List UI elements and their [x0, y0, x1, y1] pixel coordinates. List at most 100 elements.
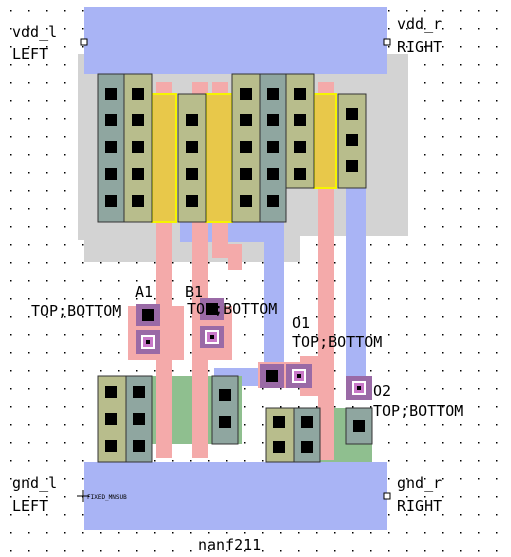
grid-dot	[28, 154, 30, 156]
pin-o2[interactable]	[346, 376, 372, 400]
grid-dot	[334, 316, 336, 318]
grid-dot	[10, 172, 12, 174]
grid-dot	[424, 100, 426, 102]
grid-dot	[496, 46, 498, 48]
grid-dot	[460, 334, 462, 336]
grid-dot	[46, 244, 48, 246]
port-markers[interactable]	[80, 38, 391, 500]
grid-dot	[46, 442, 48, 444]
grid-dot	[406, 424, 408, 426]
grid-dot	[64, 442, 66, 444]
grid-dot	[136, 550, 138, 552]
grid-dot	[46, 388, 48, 390]
grid-dot	[424, 496, 426, 498]
grid-dot	[496, 370, 498, 372]
grid-dot	[478, 388, 480, 390]
grid-dot	[262, 262, 264, 264]
grid-dot	[406, 280, 408, 282]
grid-dot	[334, 352, 336, 354]
grid-dot	[46, 28, 48, 30]
grid-dot	[424, 118, 426, 120]
grid-dot	[406, 406, 408, 408]
pin-o1[interactable]	[260, 364, 312, 388]
grid-dot	[244, 352, 246, 354]
grid-dot	[460, 262, 462, 264]
port-label: vdd_l	[12, 23, 57, 41]
grid-dot	[406, 388, 408, 390]
grid-dot	[28, 532, 30, 534]
grid-dot	[370, 550, 372, 552]
grid-dot	[496, 190, 498, 192]
grid-dot	[424, 424, 426, 426]
grid-dot	[118, 370, 120, 372]
grid-dot	[424, 64, 426, 66]
grid-dot	[64, 190, 66, 192]
grid-dot	[388, 28, 390, 30]
grid-dot	[316, 532, 318, 534]
grid-dot	[460, 64, 462, 66]
grid-dot	[46, 406, 48, 408]
grid-dot	[298, 334, 300, 336]
grid-dot	[118, 298, 120, 300]
grid-dot	[190, 460, 192, 462]
pin-b1[interactable]	[200, 298, 224, 348]
grid-dot	[82, 442, 84, 444]
grid-dot	[460, 46, 462, 48]
grid-dot	[406, 334, 408, 336]
grid-dot	[100, 316, 102, 318]
port-dir-label: LEFT	[12, 45, 48, 63]
grid-dot	[388, 244, 390, 246]
gnd-rail[interactable]	[84, 462, 387, 530]
vdd-rail[interactable]	[84, 7, 387, 74]
grid-dot	[496, 82, 498, 84]
grid-dot	[334, 406, 336, 408]
grid-dot	[496, 334, 498, 336]
grid-dot	[28, 172, 30, 174]
grid-dot	[424, 190, 426, 192]
grid-dot	[46, 496, 48, 498]
grid-dot	[10, 262, 12, 264]
grid-dot	[190, 262, 192, 264]
grid-dot	[442, 550, 444, 552]
grid-dot	[64, 10, 66, 12]
grid-dot	[172, 298, 174, 300]
grid-dot	[172, 460, 174, 462]
grid-dot	[478, 28, 480, 30]
grid-dot	[10, 352, 12, 354]
grid-dot	[226, 298, 228, 300]
grid-dot	[172, 262, 174, 264]
grid-dot	[154, 370, 156, 372]
grid-dot	[478, 370, 480, 372]
grid-dot	[190, 550, 192, 552]
grid-dot	[208, 370, 210, 372]
grid-dot	[478, 208, 480, 210]
grid-dot	[496, 352, 498, 354]
grid-dot	[28, 298, 30, 300]
grid-dot	[460, 406, 462, 408]
grid-dot	[64, 352, 66, 354]
grid-dot	[82, 370, 84, 372]
grid-dot	[460, 460, 462, 462]
grid-dot	[64, 316, 66, 318]
grid-dot	[388, 262, 390, 264]
port-dir-label: TOP;BOTTOM	[373, 402, 463, 420]
grid-dot	[478, 406, 480, 408]
grid-dot	[442, 100, 444, 102]
grid-dot	[478, 478, 480, 480]
pin-a1[interactable]	[136, 304, 160, 354]
grid-dot	[424, 10, 426, 12]
grid-dot	[406, 352, 408, 354]
grid-dot	[424, 82, 426, 84]
grid-dot	[370, 334, 372, 336]
grid-dot	[190, 280, 192, 282]
grid-dot	[100, 334, 102, 336]
grid-dot	[442, 190, 444, 192]
grid-dot	[442, 352, 444, 354]
grid-dot	[100, 370, 102, 372]
grid-dot	[46, 262, 48, 264]
port-dir-label: TOP;BOTTOM	[187, 300, 277, 318]
grid-dot	[478, 514, 480, 516]
grid-dot	[136, 280, 138, 282]
grid-dot	[262, 298, 264, 300]
grid-dot	[28, 442, 30, 444]
